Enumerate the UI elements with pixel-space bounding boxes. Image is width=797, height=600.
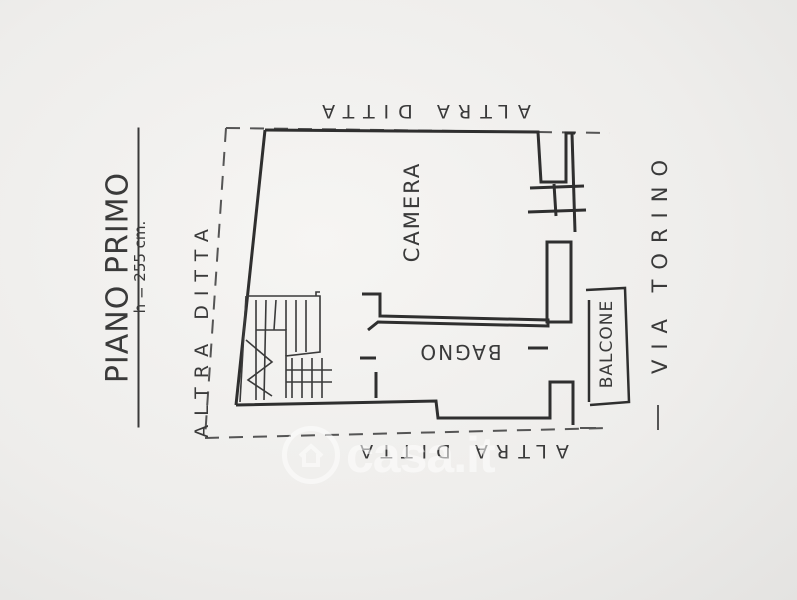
house-glyph (298, 443, 324, 467)
room-label-bagno: BAGNO (418, 340, 502, 364)
label-altra-ditta-top: ALTRA DITTA (313, 100, 531, 122)
house-logo-icon (282, 426, 340, 484)
right-walls (527, 132, 587, 324)
outer-walls (234, 128, 575, 425)
balcony-outline (585, 286, 631, 407)
label-via-torino: VIA TORINO (648, 150, 672, 374)
staircase (239, 291, 332, 403)
interior-walls (360, 292, 550, 398)
room-label-balcone: BALCONE (597, 299, 617, 389)
room-label-camera: CAMERA (400, 161, 424, 263)
casa-it-watermark: casa.it (282, 420, 522, 490)
street-ticks (580, 405, 659, 430)
watermark-text: casa.it (346, 427, 496, 483)
label-altra-ditta-left: ALTRA DITTA (191, 220, 213, 438)
